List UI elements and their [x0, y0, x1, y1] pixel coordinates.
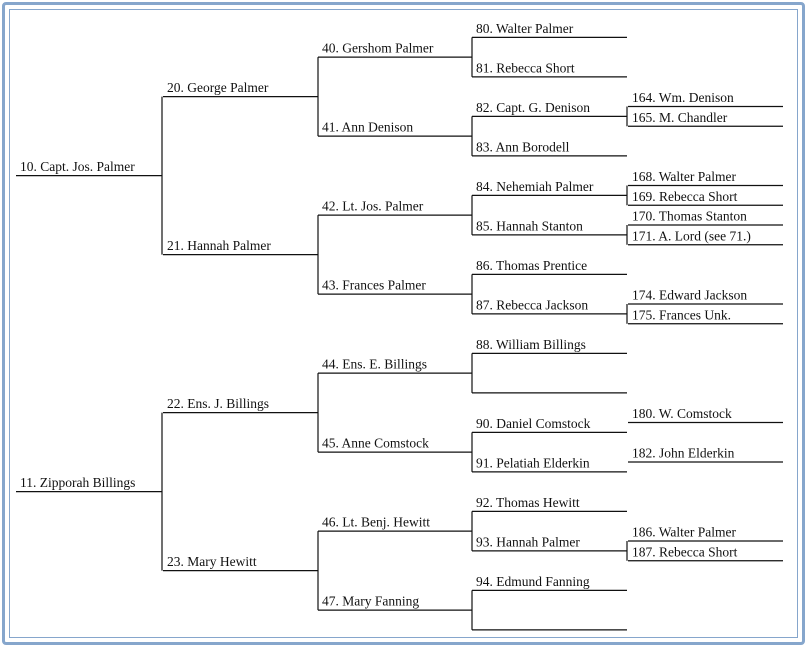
person-name: 40. Gershom Palmer [322, 41, 434, 56]
person-name: 22. Ens. J. Billings [167, 396, 269, 411]
person-name: 42. Lt. Jos. Palmer [322, 199, 424, 214]
person-name: 186. Walter Palmer [632, 525, 737, 540]
person-name: 170. Thomas Stanton [632, 209, 747, 224]
person-name: 81. Rebecca Short [476, 60, 575, 75]
inner-frame [9, 9, 798, 638]
person-name: 175. Frances Unk. [632, 307, 731, 322]
person-name: 165. M. Chandler [632, 110, 728, 125]
person-name: 23. Mary Hewitt [167, 554, 257, 569]
person-name: 174. Edward Jackson [632, 288, 747, 303]
person-name: 90. Daniel Comstock [476, 416, 591, 431]
person-name: 94. Edmund Fanning [476, 574, 590, 589]
person-name: 85. Hannah Stanton [476, 218, 583, 233]
outer-frame [2, 2, 805, 645]
person-name: 80. Walter Palmer [476, 21, 574, 36]
person-name: 41. Ann Denison [322, 120, 413, 135]
person-name: 11. Zipporah Billings [20, 475, 135, 490]
person-name: 20. George Palmer [167, 80, 269, 95]
person-name: 10. Capt. Jos. Palmer [20, 159, 135, 174]
person-name: 88. William Billings [476, 337, 586, 352]
person-name: 87. Rebecca Jackson [476, 297, 588, 312]
person-name: 187. Rebecca Short [632, 544, 738, 559]
person-name: 86. Thomas Prentice [476, 258, 587, 273]
person-name: 182. John Elderkin [632, 446, 735, 461]
person-name: 92. Thomas Hewitt [476, 495, 580, 510]
person-name: 171. A. Lord (see 71.) [632, 228, 751, 243]
person-name: 45. Anne Comstock [322, 436, 429, 451]
person-name: 93. Hannah Palmer [476, 534, 580, 549]
person-name: 169. Rebecca Short [632, 189, 738, 204]
person-name: 84. Nehemiah Palmer [476, 179, 594, 194]
person-name: 46. Lt. Benj. Hewitt [322, 515, 430, 530]
person-name: 168. Walter Palmer [632, 169, 737, 184]
person-name: 21. Hannah Palmer [167, 238, 271, 253]
person-name: 44. Ens. E. Billings [322, 357, 427, 372]
person-name: 164. Wm. Denison [632, 90, 734, 105]
person-name: 82. Capt. G. Denison [476, 100, 590, 115]
person-name: 180. W. Comstock [632, 406, 732, 421]
person-name: 47. Mary Fanning [322, 594, 419, 609]
person-name: 83. Ann Borodell [476, 139, 570, 154]
person-name: 43. Frances Palmer [322, 278, 426, 293]
person-name: 91. Pelatiah Elderkin [476, 455, 590, 470]
